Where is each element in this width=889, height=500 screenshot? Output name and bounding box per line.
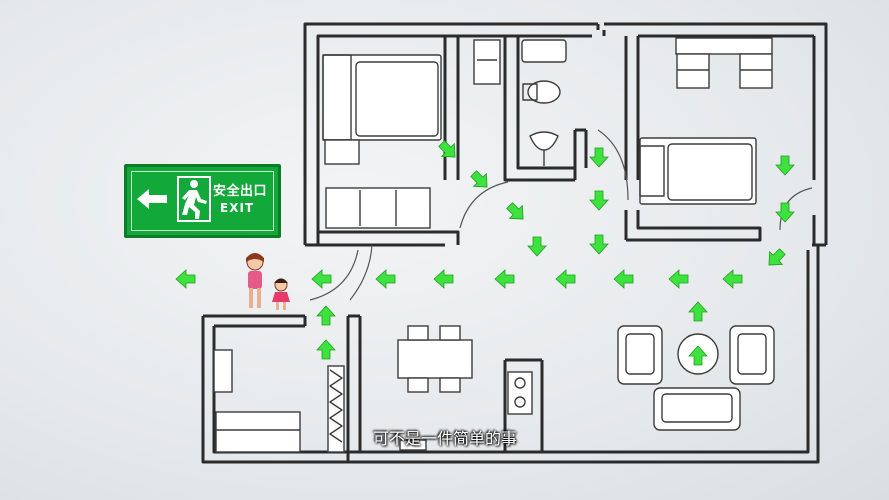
mother-figure [246, 253, 264, 308]
evacuation-arrow [722, 269, 743, 289]
evacuation-arrow [527, 236, 547, 257]
family-figures [246, 253, 290, 310]
evacuation-arrow [375, 269, 396, 289]
running-man-icon [177, 176, 211, 222]
evacuation-arrow [555, 269, 576, 289]
bedroom-2-furniture [639, 37, 773, 205]
evacuation-arrow [589, 147, 609, 168]
evacuation-arrow [668, 269, 689, 289]
lower-room-furniture [213, 349, 345, 453]
evacuation-arrow [311, 269, 332, 289]
bedroom-1-furniture [322, 39, 501, 229]
evacuation-arrow [768, 248, 786, 266]
evacuation-arrow [433, 269, 454, 289]
exit-sign-chinese-text: 安全出口 [213, 184, 268, 199]
evacuation-arrow [494, 269, 515, 289]
bathroom-fixtures [521, 39, 567, 166]
evacuation-arrow [775, 202, 795, 223]
evacuation-arrow [470, 170, 488, 188]
evacuation-arrow [316, 305, 336, 326]
dining-furniture [397, 325, 533, 451]
left-arrow-icon [137, 189, 167, 209]
evacuation-arrow [316, 339, 336, 360]
evacuation-arrow [688, 301, 708, 322]
evacuation-arrow [589, 190, 609, 211]
living-room-furniture [617, 325, 775, 431]
evacuation-arrow [589, 234, 609, 255]
exit-sign-border [131, 171, 274, 231]
doors [309, 129, 813, 301]
exit-sign: 安全出口 EXIT [124, 164, 281, 238]
evacuation-arrow [438, 140, 456, 158]
child-figure [272, 278, 290, 310]
evacuation-arrow [506, 202, 524, 220]
evacuation-arrow [775, 155, 795, 176]
evacuation-arrow [688, 345, 708, 366]
exit-sign-english-text: EXIT [220, 201, 255, 215]
evacuation-arrows [175, 140, 795, 366]
video-subtitle: 可不是一件简单的事 [372, 429, 517, 448]
evacuation-arrow [613, 269, 634, 289]
evacuation-arrow [175, 269, 196, 289]
walls [201, 22, 828, 464]
